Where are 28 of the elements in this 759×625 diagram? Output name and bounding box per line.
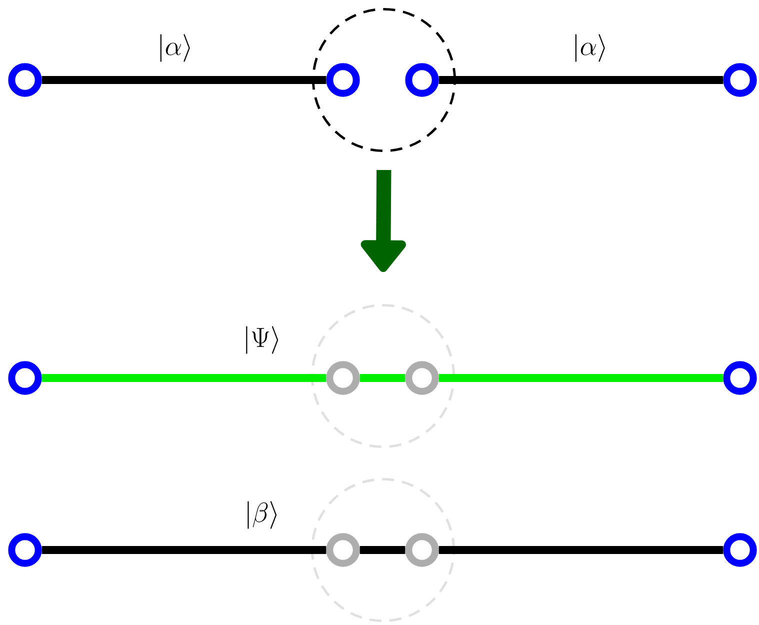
terminal-circle [405,361,439,395]
dashed-circle [311,478,455,622]
connector-line [42,546,326,554]
terminal-circle [8,361,42,395]
terminal-circle [723,533,757,567]
dashed-circle [312,8,456,152]
terminal-circle [326,533,360,567]
connector-line [438,76,724,84]
edge-label: $\left|\alpha\right\rangle$ [570,32,610,64]
terminal-circle [326,63,360,97]
terminal-circle [8,63,42,97]
terminal-circle [405,63,439,97]
connector-line [42,76,326,84]
terminal-circle [326,361,360,395]
edge-label: $\left|\alpha\right\rangle$ [156,32,194,64]
terminal-circle [723,361,757,395]
connector-line [438,374,724,382]
connector-line [438,546,724,554]
arrow [360,170,406,272]
connector-line [360,374,406,382]
dashed-circle [311,304,455,448]
edge-label: $\Big|\beta\Big\rangle$ [243,500,281,530]
terminal-circle [8,533,42,567]
connector-line [360,546,406,554]
terminal-circle [405,533,439,567]
connector-line [42,374,326,382]
edge-label: $\Big|\Psi\Big\rangle$ [242,324,282,356]
terminal-circle [723,63,757,97]
